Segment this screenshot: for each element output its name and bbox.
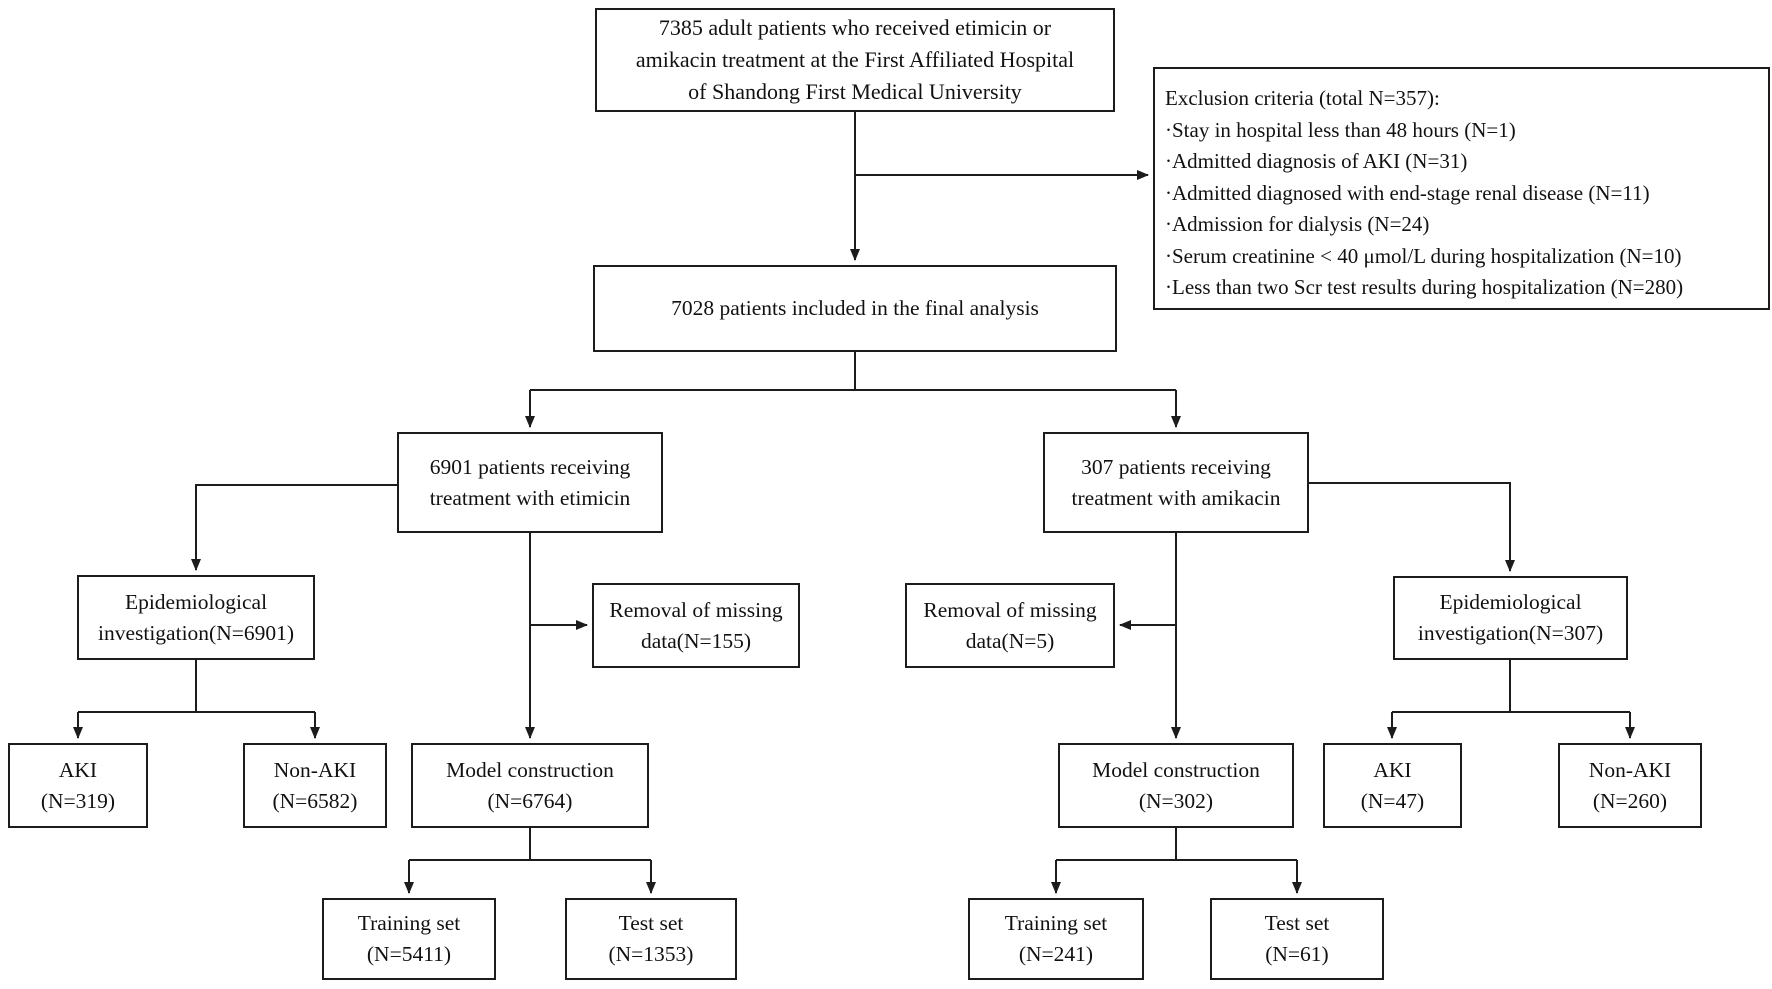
node-aki-amikacin: AKI (N=47) bbox=[1323, 743, 1462, 828]
node-training-set-amikacin: Training set (N=241) bbox=[968, 898, 1144, 980]
node-removal-missing-data-amikacin: Removal of missing data(N=5) bbox=[905, 583, 1115, 668]
node-nonaki-etimicin: Non-AKI (N=6582) bbox=[243, 743, 387, 828]
connector-etimicin-to-epi bbox=[191, 484, 397, 571]
node-epidemiological-investigation-amikacin: Epidemiological investigation(N=307) bbox=[1393, 576, 1628, 660]
node-aki-etimicin: AKI (N=319) bbox=[8, 743, 148, 828]
node-amikacin-group: 307 patients receiving treatment with am… bbox=[1043, 432, 1309, 533]
node-test-set-etimicin: Test set (N=1353) bbox=[565, 898, 737, 980]
node-etimicin-group: 6901 patients receiving treatment with e… bbox=[397, 432, 663, 533]
node-test-set-amikacin: Test set (N=61) bbox=[1210, 898, 1384, 980]
node-top-cohort: 7385 adult patients who received etimici… bbox=[595, 8, 1115, 112]
node-exclusion-criteria: Exclusion criteria (total N=357): ·Stay … bbox=[1153, 67, 1770, 310]
node-epidemiological-investigation-etimicin: Epidemiological investigation(N=6901) bbox=[77, 575, 315, 660]
node-final-analysis: 7028 patients included in the final anal… bbox=[593, 265, 1117, 352]
node-model-construction-etimicin: Model construction (N=6764) bbox=[411, 743, 649, 828]
node-model-construction-amikacin: Model construction (N=302) bbox=[1058, 743, 1294, 828]
node-removal-missing-data-etimicin: Removal of missing data(N=155) bbox=[592, 583, 800, 668]
node-nonaki-amikacin: Non-AKI (N=260) bbox=[1558, 743, 1702, 828]
connector-amikacin-to-epi bbox=[1309, 482, 1515, 572]
node-training-set-etimicin: Training set (N=5411) bbox=[322, 898, 496, 980]
